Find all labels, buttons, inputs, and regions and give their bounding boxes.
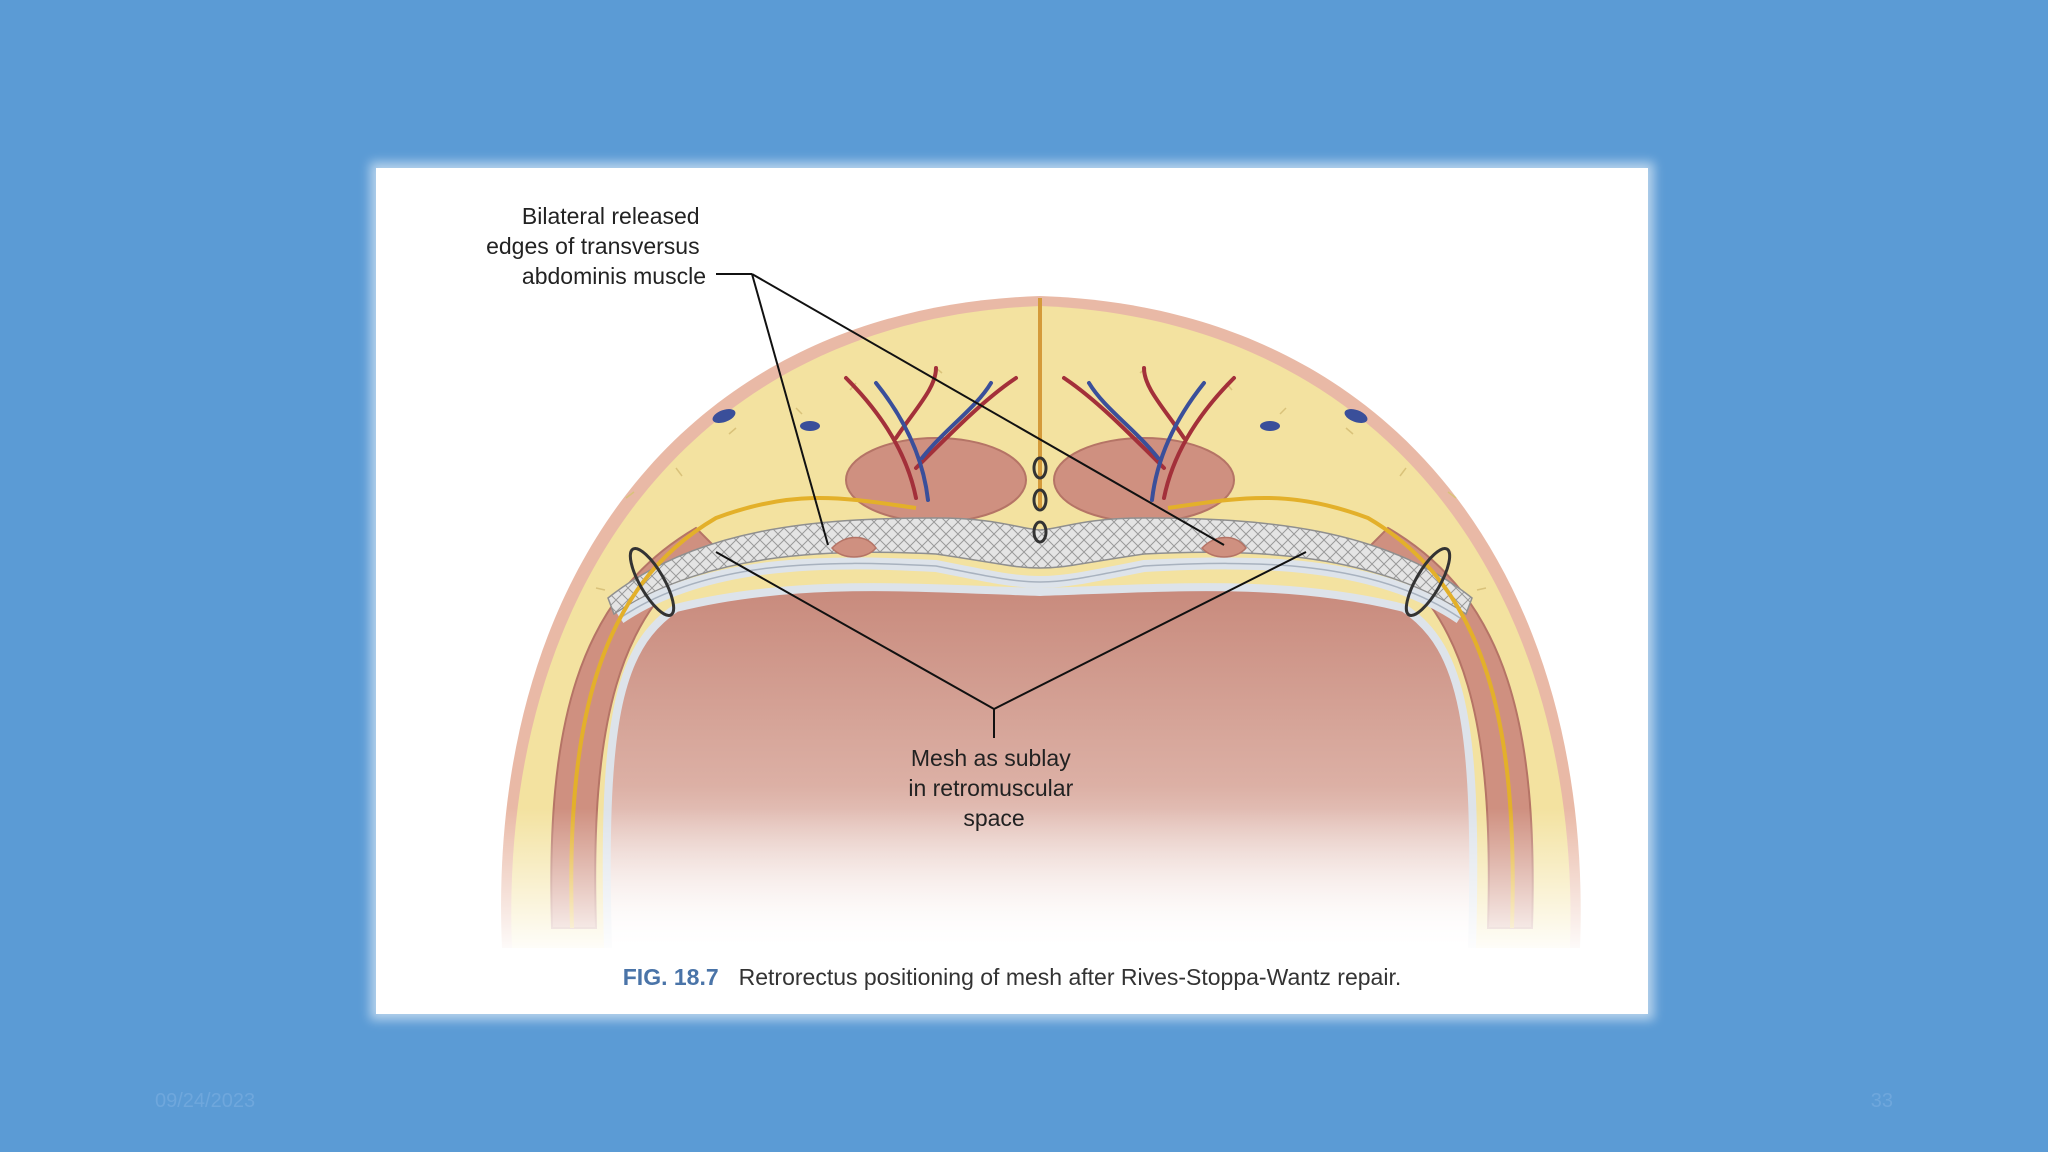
left-perforator-vessels [844, 366, 1018, 502]
right-fixation-suture [1404, 547, 1452, 617]
figure-caption: FIG. 18.7 Retrorectus positioning of mesh… [376, 964, 1648, 991]
vessel-dot [800, 421, 820, 431]
bottom-fade [476, 808, 1606, 958]
vessel-dot [1260, 421, 1280, 431]
label-tam: Bilateral released edges of transversus … [486, 203, 706, 289]
figure-card: Bilateral released edges of transversus … [376, 168, 1648, 1014]
footer-page-number: 33 [1870, 1090, 1893, 1112]
caption-number: FIG. 18.7 [622, 964, 719, 990]
label-mesh: Mesh as sublay in retromuscular space [908, 745, 1079, 831]
retromuscular-mesh [607, 517, 1473, 616]
vessel-dot [1344, 409, 1368, 423]
footer-date: 09/24/2023 [155, 1090, 256, 1112]
left-fixation-suture [628, 547, 676, 617]
vessel-dot [712, 409, 736, 423]
leader-lines [715, 273, 1307, 738]
caption-text: Retrorectus positioning of mesh after Ri… [738, 964, 1402, 990]
midline-sutures [1032, 456, 1048, 544]
right-perforator-vessels [1062, 366, 1236, 502]
left-released-tam-edge [830, 536, 877, 558]
left-nerve [569, 496, 917, 929]
anatomy-illustration: Bilateral released edges of transversus … [476, 203, 1606, 958]
right-nerve [1167, 496, 1515, 929]
